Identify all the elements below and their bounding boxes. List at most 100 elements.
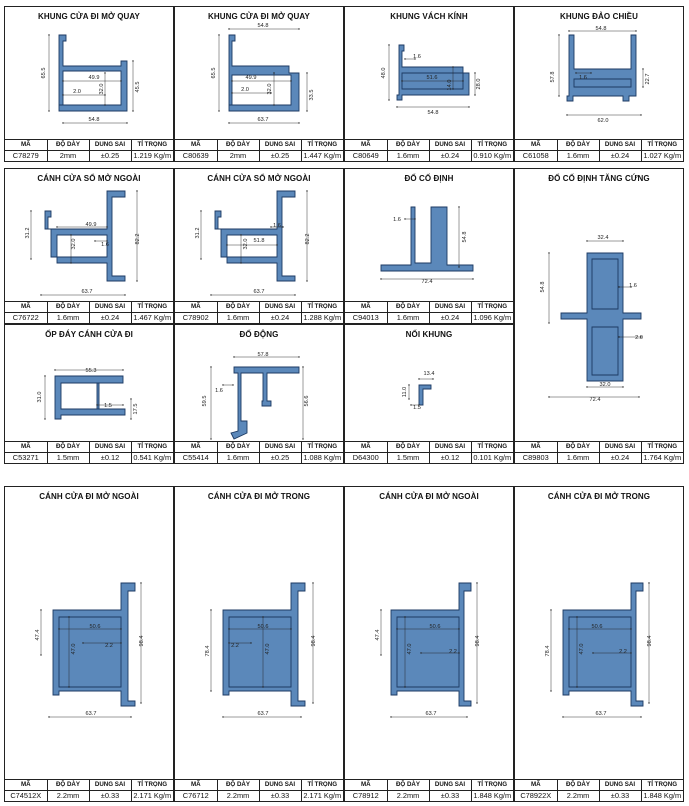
dimension-tick bbox=[136, 280, 138, 282]
spec-thickness: 1.6mm bbox=[556, 452, 599, 463]
dimension-tick bbox=[635, 30, 637, 32]
dimension-tick bbox=[404, 616, 406, 618]
dimension-tick bbox=[262, 616, 264, 618]
dimension-label: 2.0 bbox=[241, 87, 249, 93]
dimension-label: 13.4 bbox=[424, 371, 435, 377]
dimension-tick bbox=[306, 72, 308, 74]
dimension-tick bbox=[40, 654, 42, 656]
dimension-label: 54.8 bbox=[596, 26, 607, 32]
dimension-label: 47.4 bbox=[375, 630, 381, 641]
dimension-tick bbox=[306, 110, 308, 112]
spec-header: TỈ TRỌNG bbox=[640, 139, 683, 151]
spec-header: ĐỘ DÀY bbox=[556, 139, 599, 151]
spec-header: MÃ bbox=[515, 139, 557, 151]
dimension-tick bbox=[132, 60, 134, 62]
spec-header: TỈ TRỌNG bbox=[130, 139, 173, 151]
dimension-tick bbox=[396, 628, 398, 630]
spec-code: C94013 bbox=[352, 313, 379, 323]
dimension-tick bbox=[420, 652, 422, 654]
dimension-label: 63.7 bbox=[254, 289, 265, 295]
dimension-tick bbox=[126, 122, 128, 124]
spec-thickness: 1.6mm bbox=[556, 150, 599, 161]
spec-code: C80639 bbox=[182, 151, 209, 161]
dimension-tick bbox=[262, 686, 264, 688]
spec-header: MÃ bbox=[515, 779, 557, 791]
spec-tolerance: ±0.25 bbox=[258, 150, 301, 161]
dimension-tick bbox=[106, 240, 108, 242]
spec-header: TỈ TRỌNG bbox=[640, 441, 683, 453]
dimension-tick bbox=[306, 190, 308, 192]
profile-section bbox=[573, 78, 632, 88]
dimension-tick bbox=[452, 66, 454, 68]
spec-header: ĐỘ DÀY bbox=[386, 779, 429, 791]
spec-tolerance: ±0.24 bbox=[258, 312, 301, 323]
spec-header: TỈ TRỌNG bbox=[470, 779, 513, 791]
spec-header: DUNG SAI bbox=[428, 441, 471, 453]
dimension-tick bbox=[200, 258, 202, 260]
spec-thickness: 2.2mm bbox=[216, 790, 259, 801]
dimension-tick bbox=[380, 609, 382, 611]
dimension-tick bbox=[298, 356, 300, 358]
dimension-tick bbox=[558, 34, 560, 36]
dimension-tick bbox=[550, 609, 552, 611]
dimension-label: 31.2 bbox=[25, 228, 31, 239]
spec-density: 1.848 Kg/m bbox=[640, 790, 683, 801]
spec-thickness: 2mm bbox=[216, 150, 259, 161]
dimension-tick bbox=[48, 34, 50, 36]
dimension-label: 98.4 bbox=[647, 636, 653, 647]
dimension-label: 2.0 bbox=[635, 335, 643, 341]
spec-code: C53271 bbox=[12, 453, 39, 463]
dimension-tick bbox=[568, 628, 570, 630]
spec-header: TỈ TRỌNG bbox=[470, 441, 513, 453]
dimension-tick bbox=[642, 68, 644, 70]
spec-header: DUNG SAI bbox=[428, 779, 471, 791]
dimension-tick bbox=[468, 106, 470, 108]
spec-header: ĐỘ DÀY bbox=[216, 441, 259, 453]
dimension-tick bbox=[290, 628, 292, 630]
dimension-label: 1.6 bbox=[393, 217, 401, 223]
dimension-tick bbox=[233, 356, 235, 358]
dimension-tick bbox=[404, 58, 406, 60]
spec-header: MÃ bbox=[5, 779, 47, 791]
dimension-label: 54.8 bbox=[89, 117, 100, 123]
dimension-tick bbox=[218, 110, 220, 112]
dimension-label: 2.2 bbox=[105, 643, 113, 649]
dimension-label: 62.0 bbox=[598, 118, 609, 124]
dimension-tick bbox=[210, 690, 212, 692]
dimension-tick bbox=[418, 378, 420, 380]
spec-header: MÃ bbox=[345, 301, 387, 313]
profile-drawing: 49.932.02.065.545.554.8 bbox=[41, 34, 141, 124]
spec-header: ĐỘ DÀY bbox=[556, 779, 599, 791]
spec-header: TỈ TRỌNG bbox=[300, 441, 343, 453]
dimension-label: 1.5 bbox=[104, 403, 112, 409]
dimension-tick bbox=[96, 404, 98, 406]
dimension-tick bbox=[48, 716, 50, 718]
spec-header: ĐỘ DÀY bbox=[386, 441, 429, 453]
spec-tolerance: ±0.33 bbox=[598, 790, 641, 801]
dimension-tick bbox=[70, 234, 72, 236]
spec-density: 1.088 Kg/m bbox=[300, 452, 343, 463]
spec-header: DUNG SAI bbox=[88, 441, 131, 453]
dimension-label: 47.0 bbox=[71, 644, 77, 655]
dimension-tick bbox=[562, 716, 564, 718]
dimension-tick bbox=[282, 226, 284, 228]
dimension-tick bbox=[414, 58, 416, 60]
profile-section bbox=[591, 258, 619, 310]
dimension-tick bbox=[136, 190, 138, 192]
profile-section bbox=[418, 384, 432, 406]
dimension-label: 63.7 bbox=[86, 711, 97, 717]
dimension-tick bbox=[476, 702, 478, 704]
dimension-label: 32.0 bbox=[600, 382, 611, 388]
dimension-label: 57.8 bbox=[258, 352, 269, 358]
dimension-tick bbox=[290, 80, 292, 82]
profile-section bbox=[228, 616, 292, 688]
dimension-label: 32.0 bbox=[243, 239, 249, 250]
dimension-tick bbox=[124, 294, 126, 296]
dimension-tick bbox=[566, 114, 568, 116]
dimension-label: 47.0 bbox=[579, 644, 585, 655]
dimension-tick bbox=[56, 226, 58, 228]
